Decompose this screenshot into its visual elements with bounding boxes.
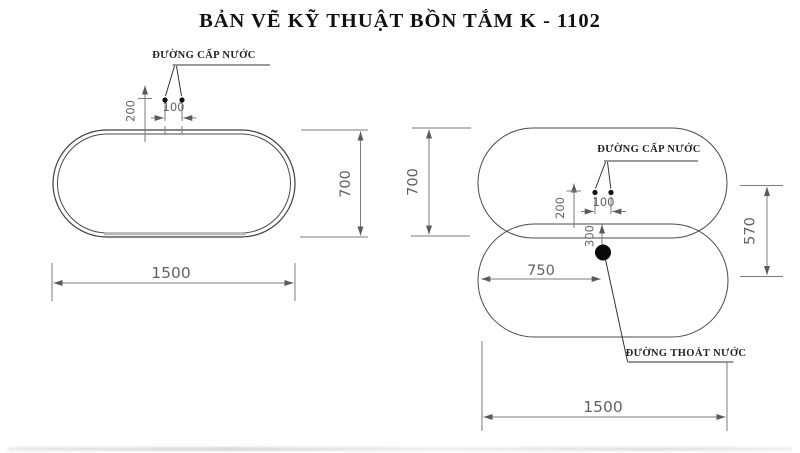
length-extension-lines xyxy=(51,263,296,301)
supply-spacing-extensions xyxy=(164,104,183,121)
supply-leader-lines xyxy=(595,161,612,189)
supply-hole-dot xyxy=(179,97,185,103)
supply-offset-dim: 200 xyxy=(553,197,567,219)
bottom-crop-artifact xyxy=(8,447,792,451)
drain-hole-dot xyxy=(595,244,611,261)
drain-line-label: ĐƯỜNG THOÁT NƯỚC xyxy=(626,347,747,359)
drain-offset-dim: 300 xyxy=(583,225,597,247)
supply-spacing-extensions xyxy=(594,196,612,214)
page-title: BẢN VẼ KỸ THUẬT BỒN TẮM K - 1102 xyxy=(199,8,601,32)
height-extension-lines xyxy=(411,127,471,237)
supply-hole-dot xyxy=(592,189,598,196)
supply-spacing-dim: 100 xyxy=(593,195,615,209)
length-dim: 1500 xyxy=(151,264,190,282)
height-dim: 700 xyxy=(406,168,422,196)
supply-hole-dot xyxy=(162,97,168,103)
supply-spacing-dim: 100 xyxy=(163,100,185,114)
front-view-drawing: ĐƯỜNG CẤP NƯỚC 100 200 300 ĐƯỜNG THOÁT N… xyxy=(406,127,783,431)
top-view-drawing: ĐƯỜNG CẤP NƯỚC 100 200 700 1500 xyxy=(51,48,368,301)
supply-line-label: ĐƯỜNG CẤP NƯỚC xyxy=(597,142,700,155)
length-dim: 1500 xyxy=(583,398,622,416)
drain-position-dim: 750 xyxy=(527,263,555,279)
width-dim: 700 xyxy=(338,170,354,198)
supply-offset-dim: 200 xyxy=(124,100,138,122)
inner-height-dim: 570 xyxy=(743,217,759,245)
tub-inner-outline xyxy=(57,133,291,234)
rim-tick-marks xyxy=(164,126,183,135)
width-extension-lines xyxy=(300,129,368,238)
tub-base-outline xyxy=(477,223,729,338)
supply-line-label: ĐƯỜNG CẤP NƯỚC xyxy=(152,48,255,61)
tub-outer-outline xyxy=(52,129,296,238)
inner-height-extension-lines xyxy=(740,185,783,277)
drain-leader-line xyxy=(605,259,628,362)
supply-hole-dot xyxy=(608,189,614,196)
supply-leader-lines xyxy=(165,65,182,97)
